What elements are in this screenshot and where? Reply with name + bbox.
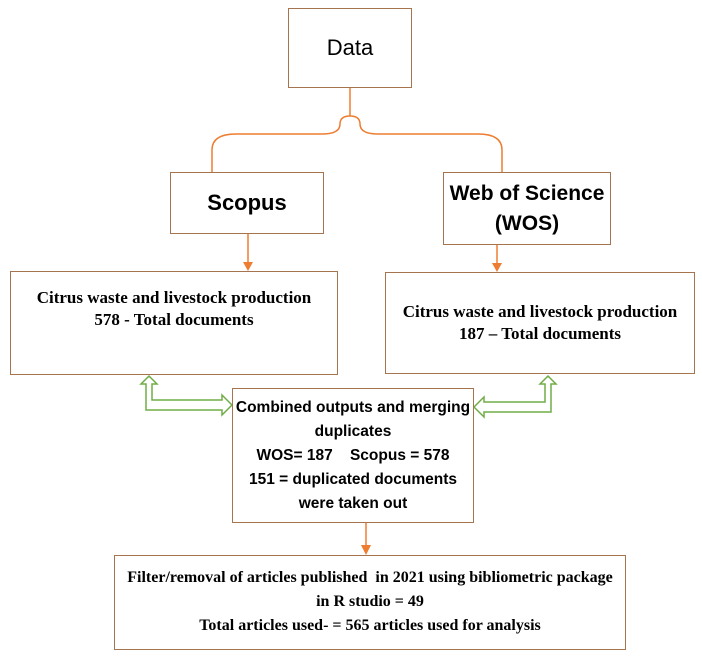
- wos-to-result-arrow: [492, 245, 502, 272]
- scopus-node: Scopus: [170, 172, 324, 234]
- filter-line3: Total articles used- = 565 articles used…: [199, 617, 541, 634]
- wos-label-line1: Web of Science: [449, 181, 605, 205]
- filter-node: Filter/removal of articles published in …: [114, 555, 626, 650]
- combined-line1: Combined outputs and merging: [235, 399, 471, 416]
- scopus-result-line1: Citrus waste and livestock production: [36, 288, 312, 307]
- combined-line4: 151 = duplicated documents: [248, 471, 458, 488]
- scopus-label: Scopus: [207, 190, 287, 215]
- combined-line3: WOS= 187 Scopus = 578: [256, 447, 450, 464]
- data-node: Data: [288, 8, 412, 88]
- wos-node: Web of Science (WOS): [443, 172, 611, 245]
- wos-result-line2: 187 – Total documents: [459, 324, 621, 343]
- scopus-to-result-arrow: [243, 234, 253, 271]
- wos-label-line2: (WOS): [494, 211, 560, 235]
- filter-line2: in R studio = 49: [316, 593, 424, 610]
- data-label: Data: [326, 35, 374, 60]
- hollow-arrow-left: [139, 374, 234, 417]
- combined-to-filter-arrow: [361, 523, 371, 555]
- combined-line5: were taken out: [298, 495, 408, 512]
- combined-node: Combined outputs and merging duplicates …: [232, 388, 474, 523]
- wos-result-node: Citrus waste and livestock production 18…: [385, 272, 695, 374]
- combined-line2: duplicates: [314, 423, 392, 440]
- data-branch-connector: [211, 88, 503, 172]
- filter-line1: Filter/removal of articles published in …: [127, 569, 613, 586]
- scopus-result-node: Citrus waste and livestock production 57…: [10, 271, 338, 375]
- scopus-result-line2: 578 - Total documents: [94, 310, 254, 329]
- wos-result-line1: Citrus waste and livestock production: [402, 302, 678, 321]
- hollow-arrow-right: [472, 374, 558, 419]
